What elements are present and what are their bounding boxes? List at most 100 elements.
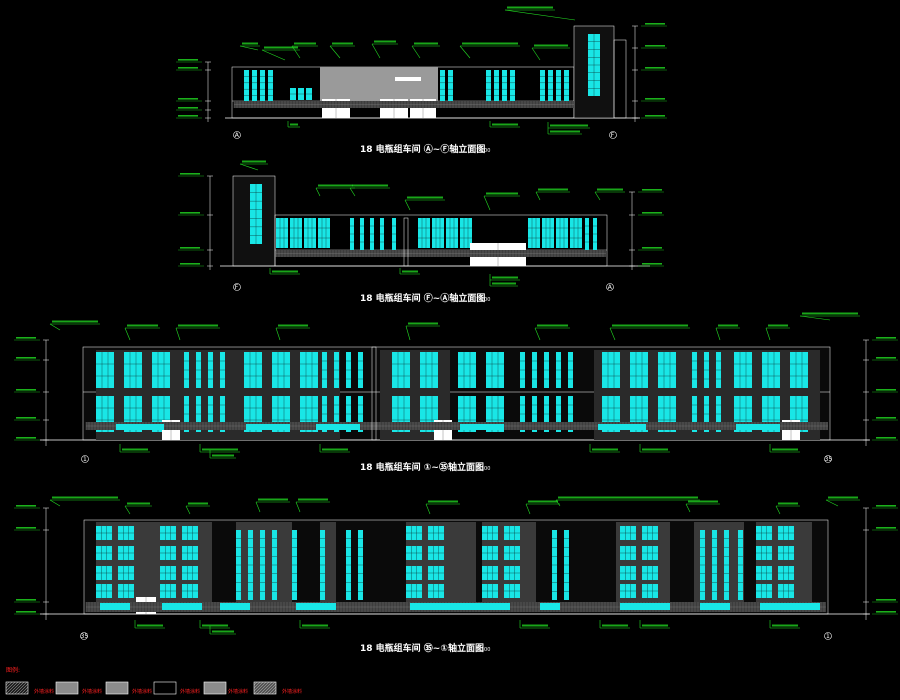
legend-hatch xyxy=(8,681,22,695)
window-mullions xyxy=(358,538,363,592)
legend-hatch xyxy=(271,689,277,695)
window-mullions xyxy=(260,76,265,96)
low-window xyxy=(410,603,510,610)
legend-hatch xyxy=(262,681,276,695)
annotation-text-block xyxy=(550,130,580,133)
level-text xyxy=(178,107,198,109)
level-text xyxy=(178,67,198,69)
window-mullions xyxy=(124,352,142,388)
window-mullions xyxy=(548,76,553,96)
legend-label: 外墙涂料 xyxy=(132,688,152,695)
window xyxy=(318,218,330,248)
window-mullions xyxy=(510,76,515,96)
window-mullions xyxy=(118,566,134,580)
annotation-leader xyxy=(459,45,471,59)
annotation-text-block xyxy=(52,320,98,323)
elevation-scale: 1:100 xyxy=(476,297,490,303)
window-mullions xyxy=(556,76,561,96)
window-mullions xyxy=(502,76,507,96)
legend-swatch xyxy=(203,681,227,695)
window xyxy=(290,218,302,248)
window-mullions xyxy=(322,360,327,380)
window-mullions xyxy=(642,526,658,540)
annotation-text-block xyxy=(537,324,568,327)
window-mullions xyxy=(700,538,705,592)
annotation-text-block xyxy=(407,196,443,199)
annotation-leader xyxy=(255,501,261,513)
window-mullions xyxy=(756,584,772,598)
legend-hatch xyxy=(20,686,29,695)
window-mullions xyxy=(446,218,458,248)
annotation-text-block xyxy=(802,312,858,315)
level-text xyxy=(876,611,896,613)
annotation-leader xyxy=(295,501,301,513)
annotation-text-block xyxy=(534,44,568,47)
window-mullions xyxy=(420,352,438,388)
window-mullions xyxy=(486,76,491,96)
annotation-text-block xyxy=(538,188,568,191)
axis-label: A xyxy=(608,284,613,291)
window-mullions xyxy=(276,218,288,248)
level-text xyxy=(180,263,200,265)
level-text xyxy=(645,98,665,100)
annotation-text-block xyxy=(507,6,553,9)
window-mullions xyxy=(762,352,780,388)
annotation-text-block xyxy=(212,630,234,633)
window-mullions xyxy=(756,526,772,540)
facade-panel xyxy=(320,67,438,101)
annotation-text-block xyxy=(242,42,258,45)
level-text xyxy=(876,527,896,529)
annotation-text-block xyxy=(612,324,688,327)
window-mullions xyxy=(350,225,354,243)
level-text xyxy=(645,115,665,117)
window-mullions xyxy=(504,546,520,560)
low-window xyxy=(116,424,164,430)
elevation-linework xyxy=(14,6,898,635)
window-mullions xyxy=(724,538,729,592)
window xyxy=(556,218,568,248)
legend-heading: 图例: xyxy=(6,666,20,674)
annotation-text-block xyxy=(642,448,668,451)
window-mullions xyxy=(556,360,561,380)
window-mullions xyxy=(542,218,554,248)
window xyxy=(542,218,554,248)
legend-hatch xyxy=(14,681,28,695)
annotation-leader xyxy=(261,49,286,61)
annotation-leader xyxy=(404,199,411,211)
window-mullions xyxy=(406,584,422,598)
window-mullions xyxy=(620,584,636,598)
window-mullions xyxy=(392,225,396,243)
low-window xyxy=(246,424,290,430)
window-mullions xyxy=(292,538,297,592)
window-mullions xyxy=(272,538,277,592)
base-strip-tiles xyxy=(275,250,606,257)
elevation-scale: 1:100 xyxy=(476,148,490,154)
level-text xyxy=(16,389,36,391)
annotation-leader xyxy=(49,323,61,331)
window-mullions xyxy=(392,352,410,388)
annotation-text-block xyxy=(492,282,516,285)
window xyxy=(304,218,316,248)
window-mullions xyxy=(756,546,772,560)
window-mullions xyxy=(406,526,422,540)
window xyxy=(540,70,545,102)
window xyxy=(556,70,561,102)
annotation-text-block xyxy=(202,624,228,627)
window xyxy=(790,352,808,388)
level-text xyxy=(178,59,198,61)
legend-hatch xyxy=(253,681,261,689)
window xyxy=(272,352,290,388)
annotation-text-block xyxy=(778,502,798,505)
legend-hatch xyxy=(5,681,10,686)
window-mullions xyxy=(160,526,176,540)
window xyxy=(630,352,648,388)
annotation-leader xyxy=(799,315,831,321)
window-mullions xyxy=(334,360,339,380)
annotation-text-block xyxy=(550,124,588,127)
axis-label: 35 xyxy=(81,633,89,640)
window xyxy=(244,70,249,102)
window-mullions xyxy=(182,566,198,580)
window-mullions xyxy=(552,538,557,592)
legend-label: 外墙涂料 xyxy=(180,688,200,695)
